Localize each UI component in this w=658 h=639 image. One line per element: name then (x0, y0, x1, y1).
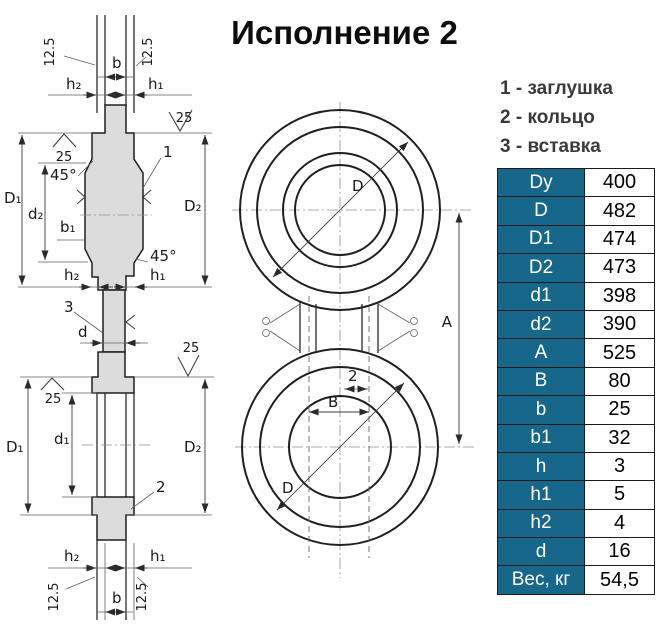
param-cell: Вес, кг (497, 565, 584, 594)
value-cell: 4 (584, 508, 654, 538)
value-cell: 390 (584, 309, 654, 339)
param-cell: A (497, 338, 584, 367)
dim-b-top-label: b (112, 54, 122, 72)
rough-25-tr: 25 (176, 111, 193, 126)
dim-h1-bot-label: h₁ (150, 547, 166, 565)
param-cell: h (497, 451, 584, 481)
rough-25-bl: 25 (45, 392, 62, 407)
front-view: D D A B 2 (232, 102, 474, 578)
dim-h1-mid-label: h₁ (150, 266, 166, 284)
param-cell: h1 (497, 480, 584, 509)
value-cell: 54,5 (584, 565, 654, 594)
value-cell: 5 (584, 480, 654, 509)
rough-125-tl: 12.5 (43, 38, 58, 67)
dim-d2-label: d₂ (28, 205, 44, 223)
dim-h2-mid-label: h₂ (64, 266, 80, 284)
value-cell: 25 (584, 395, 654, 424)
technical-drawing: D₁ d₂ b₁ D₂ h₂ h₁ b 45° 45° 1 h₂ h₁ 3 d … (4, 15, 474, 620)
callout-1-label: 1 (163, 143, 173, 161)
value-cell: 474 (584, 224, 654, 254)
dim-D-top-label: D (352, 177, 364, 195)
plug-section (84, 104, 144, 291)
legend-item-2: 2 - кольцо (500, 107, 595, 128)
callout-2-label: 2 (156, 478, 166, 496)
right-pivot-icon (410, 317, 418, 325)
front-callout-2-label: 2 (348, 367, 358, 385)
value-cell: 398 (584, 281, 654, 310)
section-view: D₁ d₂ b₁ D₂ h₂ h₁ b 45° 45° 1 h₂ h₁ 3 d … (4, 15, 214, 620)
dim-D2-upper-label: D₂ (184, 197, 202, 215)
dim-D-bottom-label: D (282, 479, 294, 497)
param-cell: h2 (497, 508, 584, 538)
ring-bottom-section (91, 496, 135, 541)
rough-25-tl: 25 (56, 150, 73, 165)
value-cell: 16 (584, 537, 654, 566)
dim-b-bot-label: b (112, 589, 122, 607)
value-cell: 525 (584, 338, 654, 367)
param-cell: b1 (497, 423, 584, 452)
dim-b1-label: b₁ (60, 218, 76, 236)
param-cell: d1 (497, 281, 584, 310)
dim-h2-top-label: h₂ (66, 75, 82, 93)
param-cell: D1 (497, 224, 584, 254)
param-cell: d2 (497, 309, 584, 339)
param-cell: b (497, 395, 584, 424)
plug-outer-circle (239, 109, 441, 311)
dim-D2-lower-label: D₂ (184, 438, 202, 456)
dim-h2-bot-label: h₂ (64, 547, 80, 565)
value-cell: 80 (584, 366, 654, 396)
param-cell: Dy (497, 168, 584, 197)
rough-125-bl: 12.5 (47, 583, 62, 612)
value-cell: 473 (584, 253, 654, 282)
dim-d-label: d (78, 323, 88, 341)
value-cell: 400 (584, 168, 654, 197)
dim-D1-upper-label: D₁ (4, 189, 22, 207)
rough-125-tr: 12.5 (141, 38, 156, 67)
value-cell: 3 (584, 451, 654, 481)
angle-45-bot-label: 45° (150, 247, 177, 265)
dim-D1-lower-label: D₁ (6, 438, 24, 456)
legend-item-3: 3 - вставка (500, 136, 601, 157)
legend-item-1: 1 - заглушка (500, 78, 613, 99)
param-cell: D (497, 196, 584, 225)
left-pivot-icon (262, 317, 270, 325)
ring-top-section (91, 351, 135, 394)
param-cell: B (497, 366, 584, 396)
param-cell: d (497, 537, 584, 566)
callout-3-label: 3 (64, 298, 74, 316)
dim-h1-top-label: h₁ (148, 75, 164, 93)
legend: 1 - заглушка 2 - кольцо 3 - вставка (500, 74, 613, 161)
dim-d1-label: d₁ (54, 430, 70, 448)
dim-A-label: A (442, 313, 453, 331)
value-cell: 482 (584, 196, 654, 225)
param-cell: D2 (497, 253, 584, 282)
value-cell: 32 (584, 423, 654, 452)
rough-25-br: 25 (183, 341, 200, 356)
rough-125-br: 12.5 (135, 583, 150, 612)
angle-45-top-label: 45° (50, 166, 77, 184)
ring-outer-circle (241, 348, 439, 546)
page-title: Исполнение 2 (231, 14, 458, 51)
dim-B-label: B (328, 393, 338, 411)
